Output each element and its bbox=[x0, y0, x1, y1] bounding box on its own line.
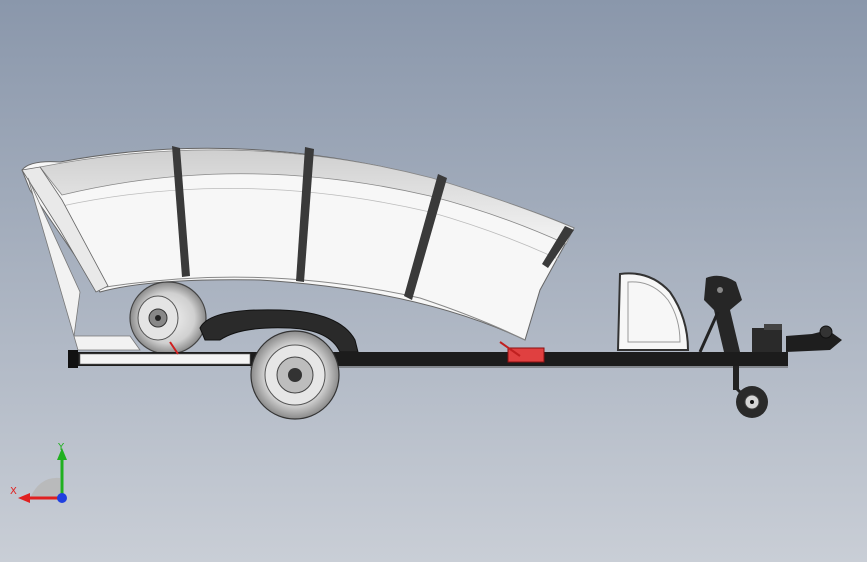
canopy-shell[interactable] bbox=[21, 146, 575, 351]
canopy-rib bbox=[542, 226, 574, 268]
wheel-fender[interactable] bbox=[199, 309, 359, 353]
canopy-rib bbox=[296, 147, 314, 282]
x-axis-label: X bbox=[10, 486, 17, 497]
spare-tire-strap bbox=[169, 341, 179, 355]
front-windscreen[interactable] bbox=[616, 272, 690, 351]
main-wheel[interactable] bbox=[250, 330, 340, 420]
red-bracket bbox=[499, 341, 545, 363]
trailer-chassis[interactable] bbox=[68, 350, 788, 368]
triad-plane bbox=[30, 477, 60, 498]
winch-post[interactable] bbox=[698, 275, 742, 353]
view-orientation-triad[interactable]: Y X bbox=[10, 438, 80, 508]
x-axis-arrowhead bbox=[18, 493, 30, 503]
spare-wheel[interactable] bbox=[129, 281, 207, 355]
jockey-wheel[interactable] bbox=[733, 366, 768, 418]
y-axis-arrowhead bbox=[57, 448, 67, 460]
canopy-rib bbox=[404, 174, 447, 300]
hitch-coupler[interactable] bbox=[752, 324, 842, 352]
canopy-rib bbox=[172, 146, 190, 277]
z-axis-dot bbox=[57, 493, 67, 503]
y-axis-label: Y bbox=[57, 442, 65, 453]
